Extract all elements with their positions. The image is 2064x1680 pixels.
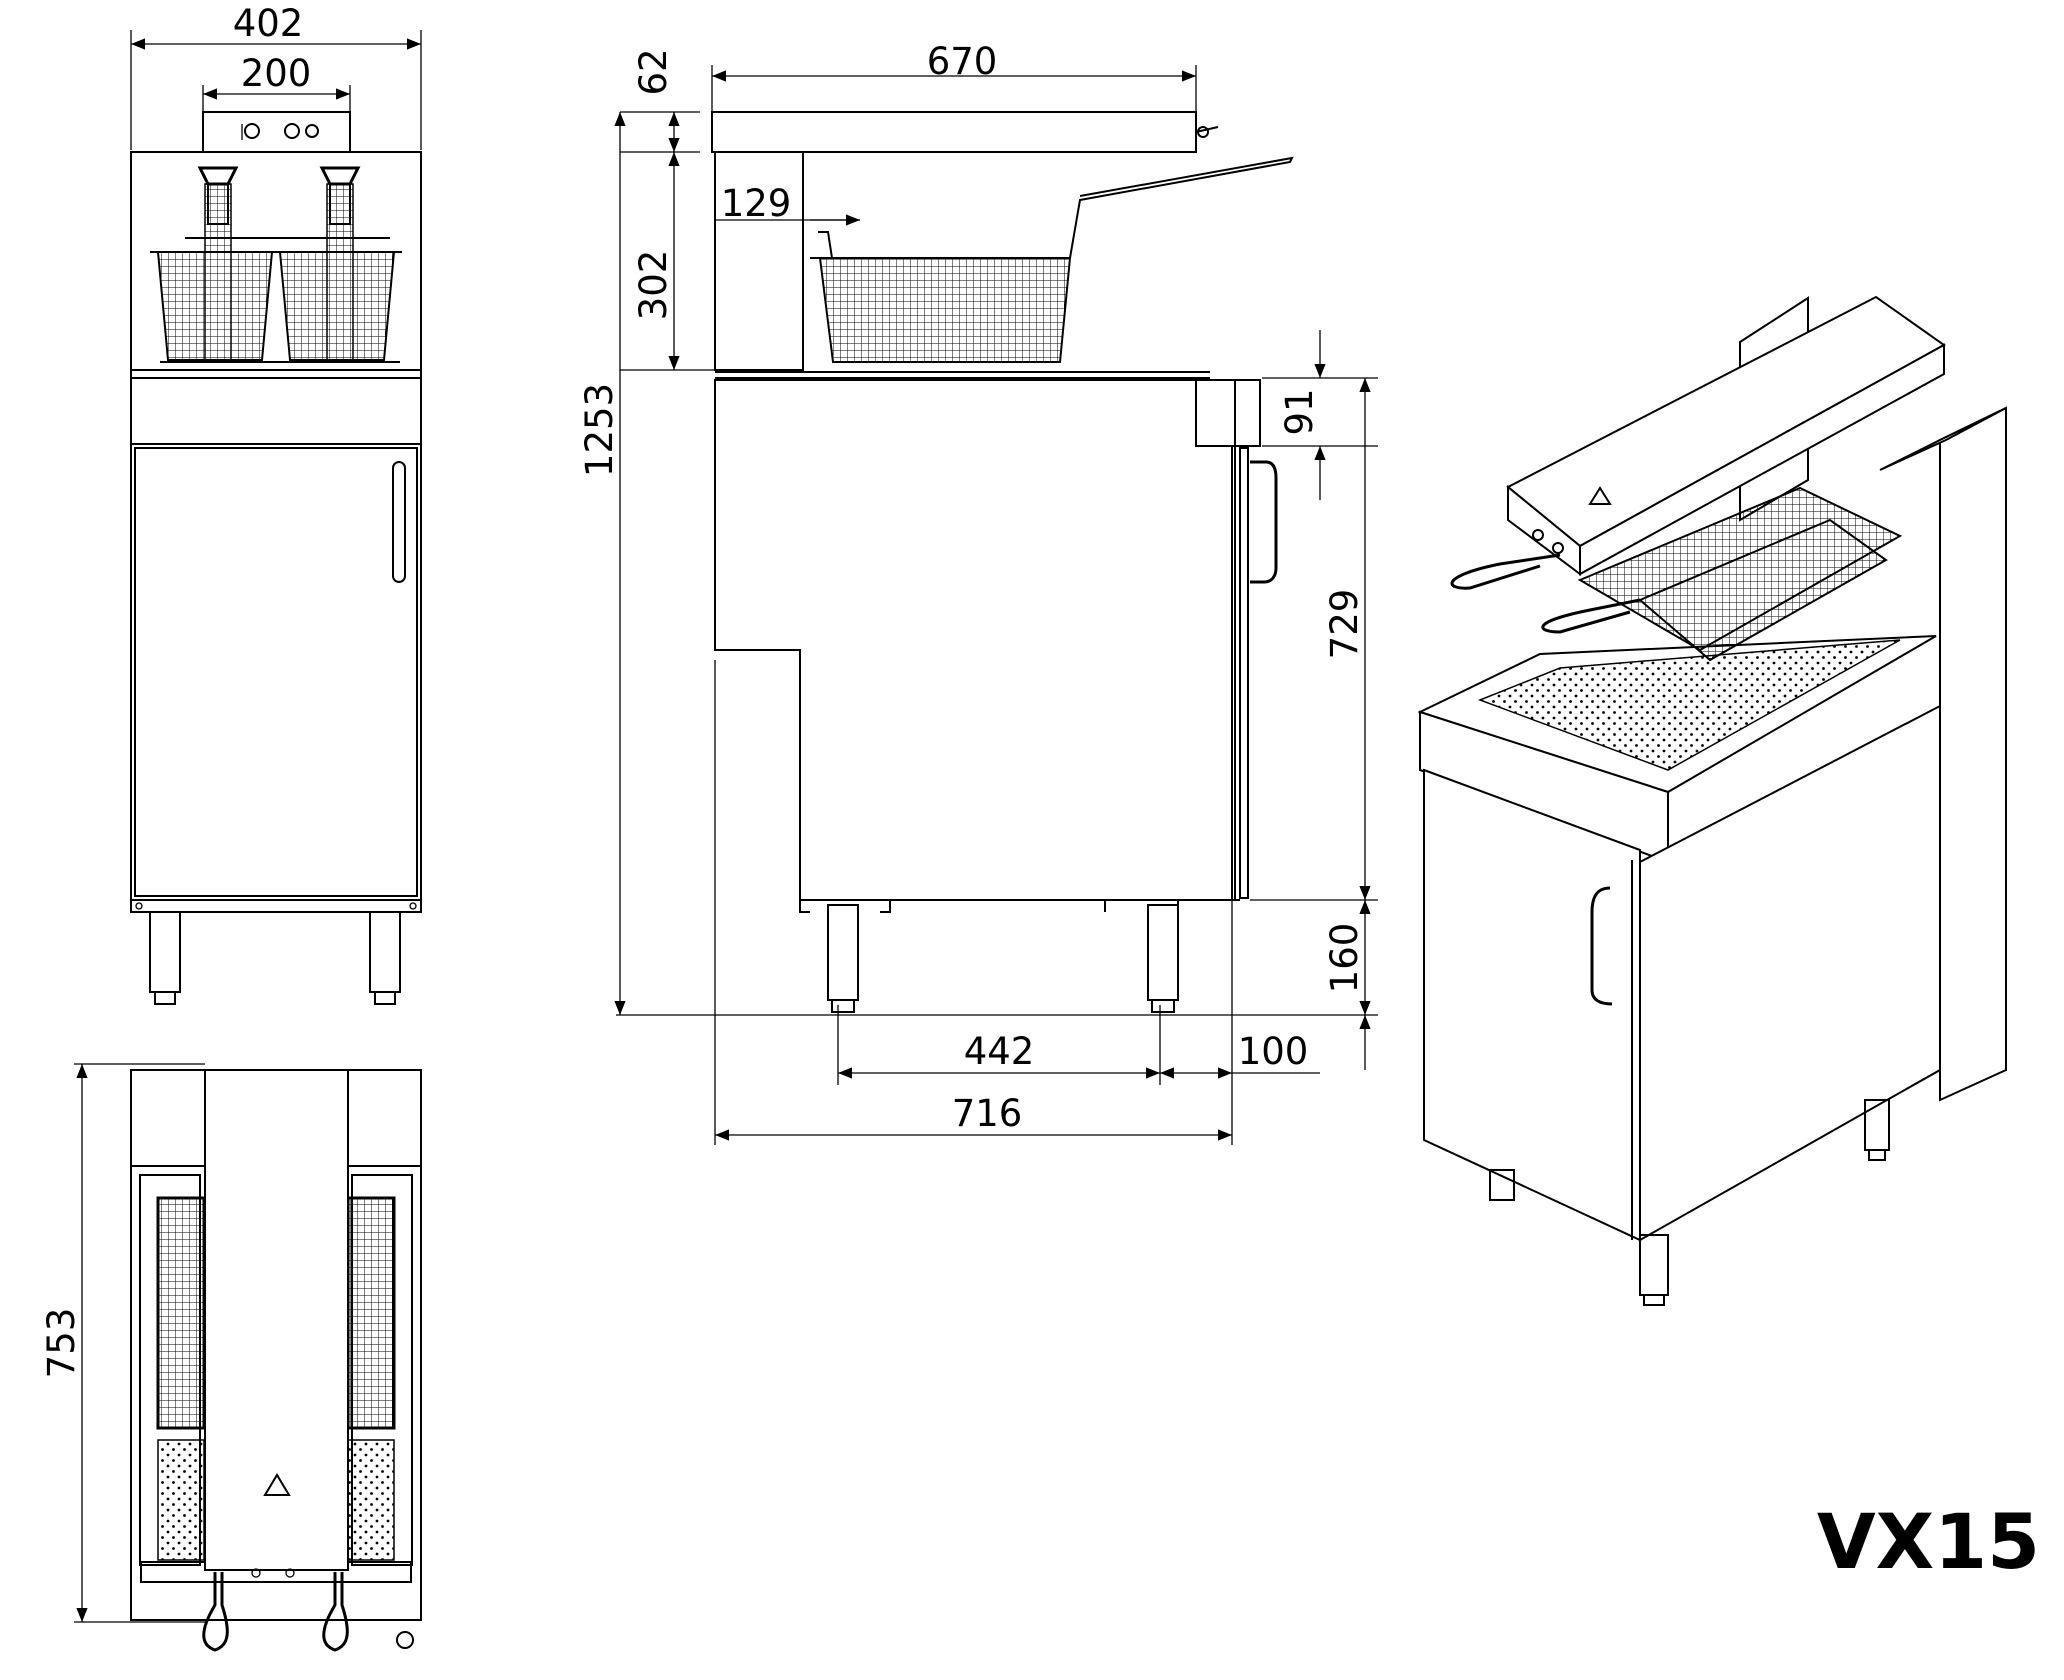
dim-cabinet-height: 729	[1323, 589, 1366, 660]
dim-total-height: 1253	[578, 383, 621, 477]
dim-front-width: 402	[233, 2, 304, 45]
model-label: VX15	[1817, 1497, 2040, 1586]
dim-control-box: 91	[1278, 388, 1321, 435]
dim-basket-offset: 129	[721, 182, 792, 225]
dim-top-length: 670	[927, 40, 998, 83]
plan-view: 753	[40, 1063, 422, 1652]
dim-overhead-depth: 62	[632, 48, 675, 95]
dim-leg-height: 160	[1323, 923, 1366, 994]
dim-leg-offset: 100	[1238, 1030, 1309, 1073]
dim-leg-spacing: 442	[964, 1030, 1035, 1073]
dim-plan-depth: 753	[40, 1308, 83, 1379]
dim-upper-height: 302	[632, 250, 675, 321]
dim-total-depth: 716	[952, 1092, 1023, 1135]
front-view: 402 200	[130, 2, 422, 1005]
dim-panel-width: 200	[241, 52, 312, 95]
isometric-view	[1417, 295, 2007, 1306]
side-view: 670 62 129 302 1253 91 729 160 442 100 7…	[578, 40, 1378, 1145]
